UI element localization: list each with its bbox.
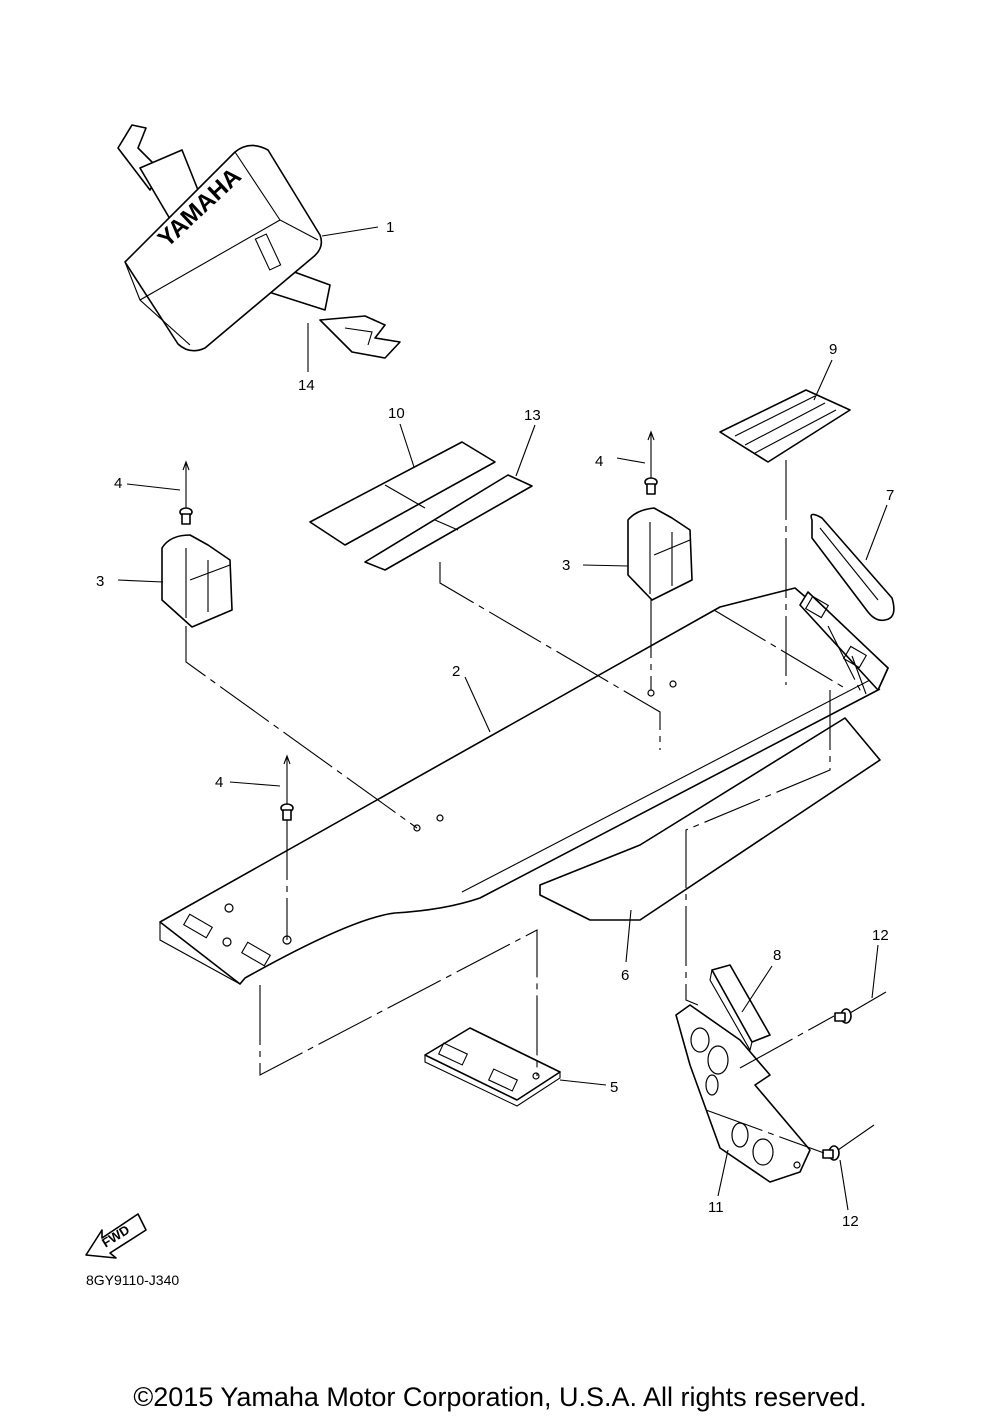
callout-2: 2	[452, 663, 460, 680]
rivet-1	[179, 460, 193, 525]
decals	[309, 441, 533, 571]
callout-labels: 1 14 10 13 9 7 4 4 3 3 2 4 6 8 12 5 11 1…	[96, 219, 894, 1230]
main-board	[159, 587, 889, 985]
callout-6: 6	[621, 967, 629, 984]
callout-9: 9	[829, 341, 837, 358]
fwd-arrow-icon: FWD	[85, 1213, 147, 1259]
rivet-3	[280, 754, 294, 821]
bracket	[675, 1004, 811, 1183]
callout-4b: 4	[595, 453, 603, 470]
callout-12a: 12	[872, 927, 889, 944]
storage-bag: YAMAHA	[117, 124, 401, 359]
rivet-5	[822, 1124, 875, 1161]
callout-12b: 12	[842, 1213, 859, 1230]
callout-4a: 4	[114, 475, 122, 492]
callout-8: 8	[773, 947, 781, 964]
step-mat	[719, 389, 851, 463]
diagram-code: 8GY9110-J340	[86, 1272, 180, 1288]
clip-left	[161, 534, 233, 628]
callout-5: 5	[610, 1079, 618, 1096]
rivet-2	[644, 430, 658, 495]
callout-leaders	[117, 226, 888, 1211]
handle	[810, 513, 895, 622]
callout-1: 1	[386, 219, 394, 236]
copyright-notice: ©2015 Yamaha Motor Corporation, U.S.A. A…	[133, 1382, 867, 1412]
callout-10: 10	[388, 405, 405, 422]
foam-pad	[539, 717, 881, 921]
callout-3b: 3	[562, 557, 570, 574]
callout-3a: 3	[96, 573, 104, 590]
callout-11: 11	[708, 1199, 724, 1216]
rivet-4	[834, 991, 887, 1024]
callout-14: 14	[298, 377, 315, 394]
callout-4c: 4	[215, 774, 223, 791]
callout-13: 13	[524, 407, 541, 424]
assembly-lines	[185, 460, 867, 1154]
callout-7: 7	[886, 487, 894, 504]
clip-right	[627, 507, 693, 601]
plate	[424, 1027, 561, 1107]
block	[709, 964, 771, 1052]
parts-diagram: YAMAHA	[85, 124, 895, 1259]
